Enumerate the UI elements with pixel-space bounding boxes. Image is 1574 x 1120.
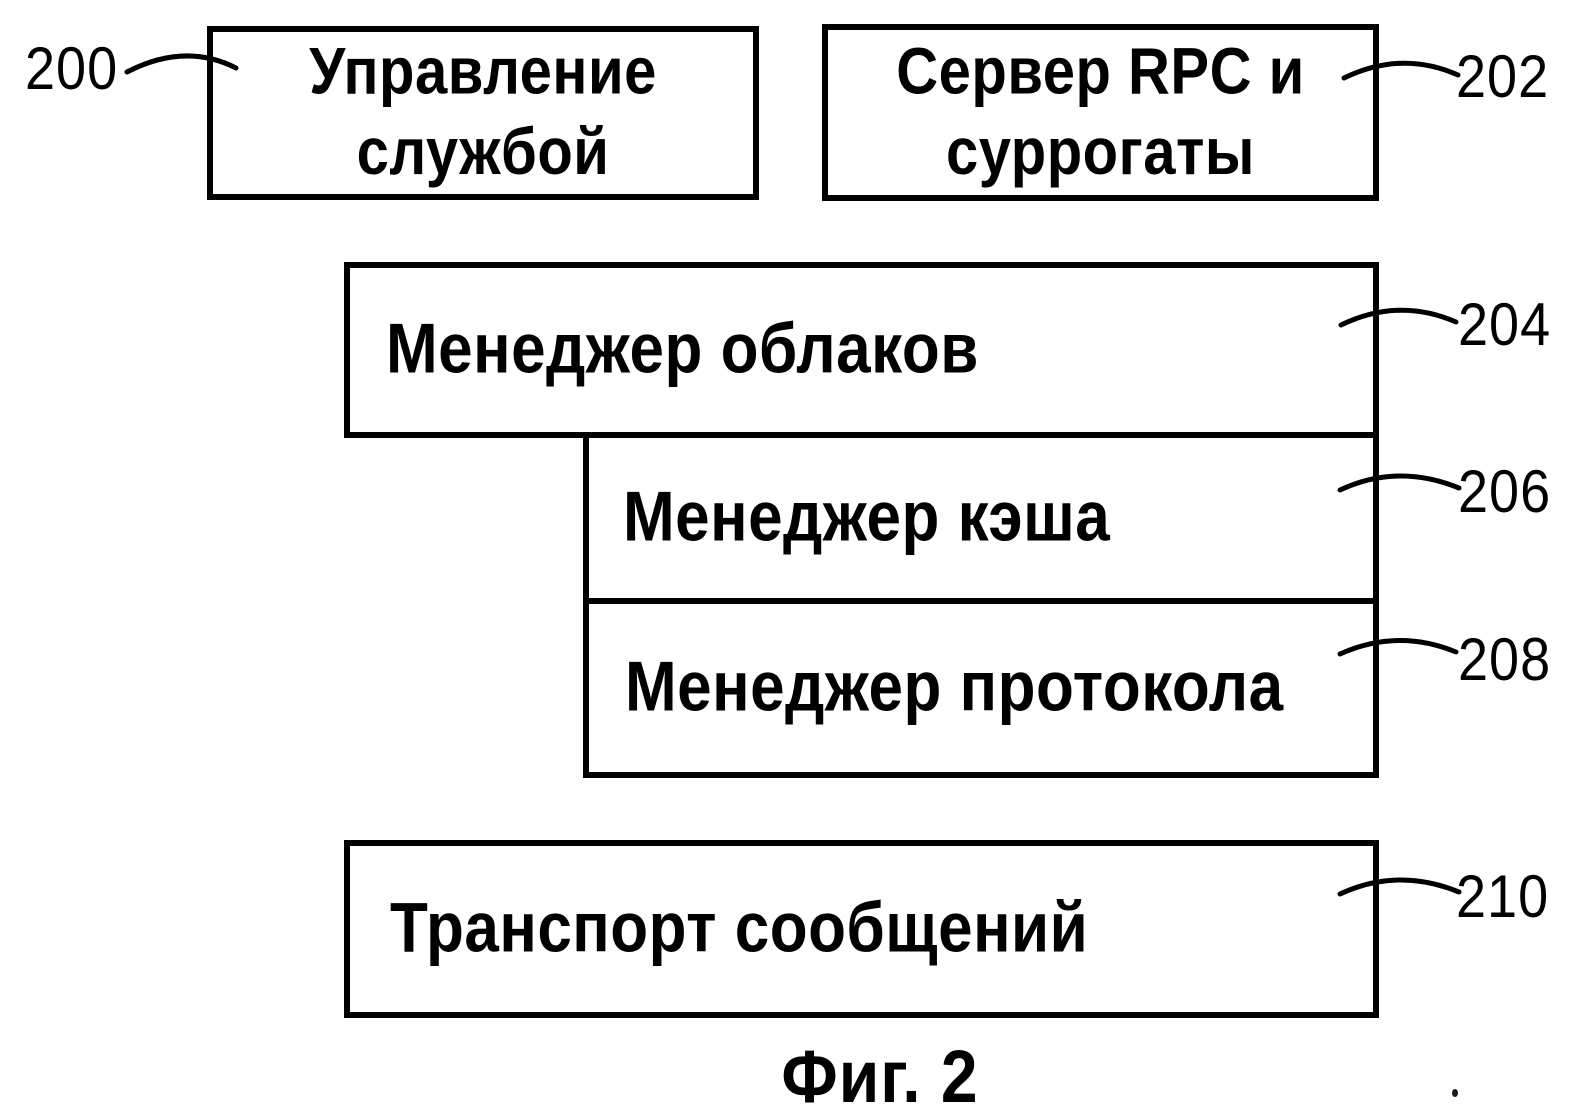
ref-numeral-208: 208 [1458,626,1552,694]
box-cache-manager-label: Менеджер кэша [623,478,1111,557]
box-protocol-manager: Менеджер протокола [583,598,1379,778]
box-rpc-server-surrogates-label: Сервер RPC и суррогаты [896,33,1305,189]
ref-numeral-206: 206 [1458,458,1552,526]
box-message-transport-label: Транспорт сообщений [390,889,1089,968]
box-message-transport: Транспорт сообщений [344,840,1379,1018]
box-service-management-label: Управление службой [309,34,657,189]
box-service-management: Управление службой [207,26,759,200]
box-rpc-server-surrogates: Сервер RPC и суррогаты [822,24,1379,201]
ref-numeral-202: 202 [1456,43,1550,111]
ref-numeral-210: 210 [1456,863,1550,931]
scan-speck-dot [1452,1089,1458,1097]
box-protocol-manager-label: Менеджер протокола [625,648,1284,727]
box-cloud-manager: Менеджер облаков [344,262,1379,438]
box-cloud-manager-label: Менеджер облаков [386,310,979,389]
box-cache-manager: Менеджер кэша [583,432,1379,604]
figure-caption: Фиг. 2 [781,1034,979,1118]
ref-numeral-204: 204 [1458,291,1552,359]
ref-numeral-200: 200 [25,35,119,103]
